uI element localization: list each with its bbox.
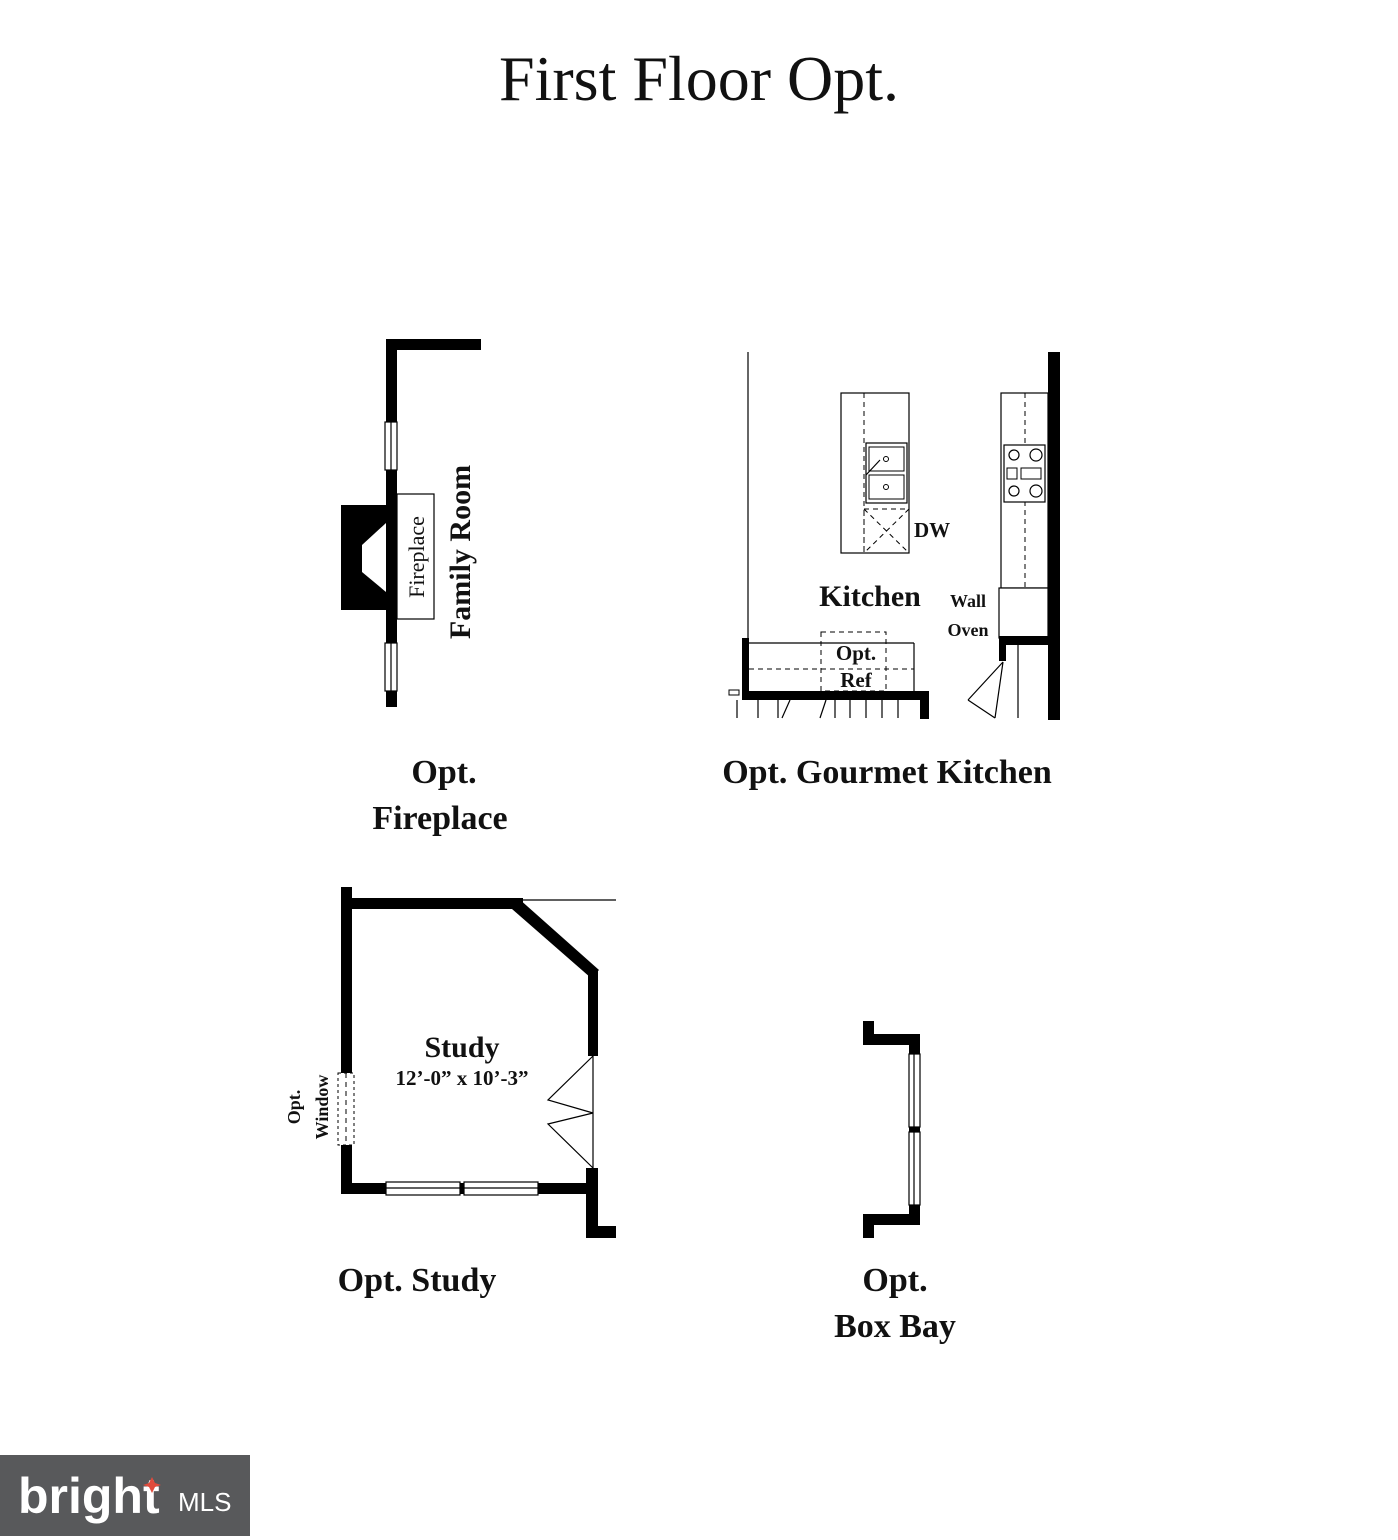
kitchen-caption: Opt. Gourmet Kitchen — [722, 754, 1052, 791]
wall-oven-line2: Oven — [947, 620, 988, 640]
opt-window-line2: Window — [312, 1075, 332, 1140]
study-dimensions: 12’-0” x 10’-3” — [396, 1066, 529, 1090]
study-bottom-right-stub — [586, 1168, 598, 1238]
bay-top-stub — [863, 1021, 874, 1045]
sink — [865, 442, 908, 504]
wall-oven — [998, 587, 1049, 639]
watermark-brand: bright — [18, 1468, 160, 1524]
fireplace-label: Fireplace — [404, 516, 429, 598]
study-label: Study — [424, 1031, 499, 1064]
watermark-suffix: MLS — [178, 1487, 231, 1517]
oven-wall-stub — [999, 636, 1006, 661]
family-room-label: Family Room — [444, 465, 477, 639]
bay-mullion — [909, 1127, 920, 1132]
study-right-wall — [588, 970, 598, 1056]
study-caption: Opt. Study — [338, 1262, 497, 1299]
opt-ref-line2: Ref — [840, 668, 872, 692]
fireplace-caption-line2: Fireplace — [372, 800, 507, 837]
top-wall — [386, 339, 481, 350]
opt-window-line1: Opt. — [284, 1090, 304, 1125]
dw-label: DW — [914, 518, 950, 542]
bottom-left-wall-stub — [742, 638, 749, 698]
stair-treads — [736, 699, 899, 719]
pantry-door-swing — [967, 661, 1004, 719]
right-wall — [1048, 352, 1060, 720]
study-top-wall — [341, 898, 523, 909]
fireplace-caption-line1: Opt. — [411, 754, 476, 791]
bay-bottom-return — [863, 1214, 920, 1225]
fireplace-plan: Fireplace Family Room — [341, 339, 481, 707]
bright-mls-watermark: bright MLS — [0, 1455, 250, 1536]
bay-bottom-stub — [863, 1214, 874, 1238]
bay-top-return — [863, 1034, 920, 1045]
opt-ref-outline — [820, 631, 887, 692]
bay-right-top — [909, 1034, 920, 1054]
study-angled-wall — [512, 898, 599, 978]
box-bay-plan — [863, 1021, 921, 1238]
cooktop — [1003, 444, 1046, 503]
study-bottom-right-return — [586, 1226, 616, 1238]
study-plan: Opt. Window Study 12’-0” x 10’-3” — [284, 887, 616, 1238]
oven-wall-return — [999, 636, 1048, 645]
bottom-wall-stub — [920, 691, 929, 719]
box-bay-caption-line1: Opt. — [862, 1262, 927, 1299]
dishwasher — [863, 508, 910, 554]
kitchen-label: Kitchen — [819, 580, 921, 613]
sheet-title: First Floor Opt. — [499, 43, 899, 114]
fireplace-hearth — [396, 493, 435, 620]
bottom-wall — [742, 691, 929, 700]
star-icon — [143, 1477, 161, 1493]
wall-oven-line1: Wall — [950, 591, 986, 611]
kitchen-plan: DW Wall Oven Opt. Ref — [728, 352, 1060, 720]
box-bay-caption-line2: Box Bay — [834, 1308, 956, 1345]
opt-ref-line1: Opt. — [836, 641, 876, 665]
study-french-doors — [546, 1055, 594, 1169]
study-left-wall — [341, 887, 352, 1193]
